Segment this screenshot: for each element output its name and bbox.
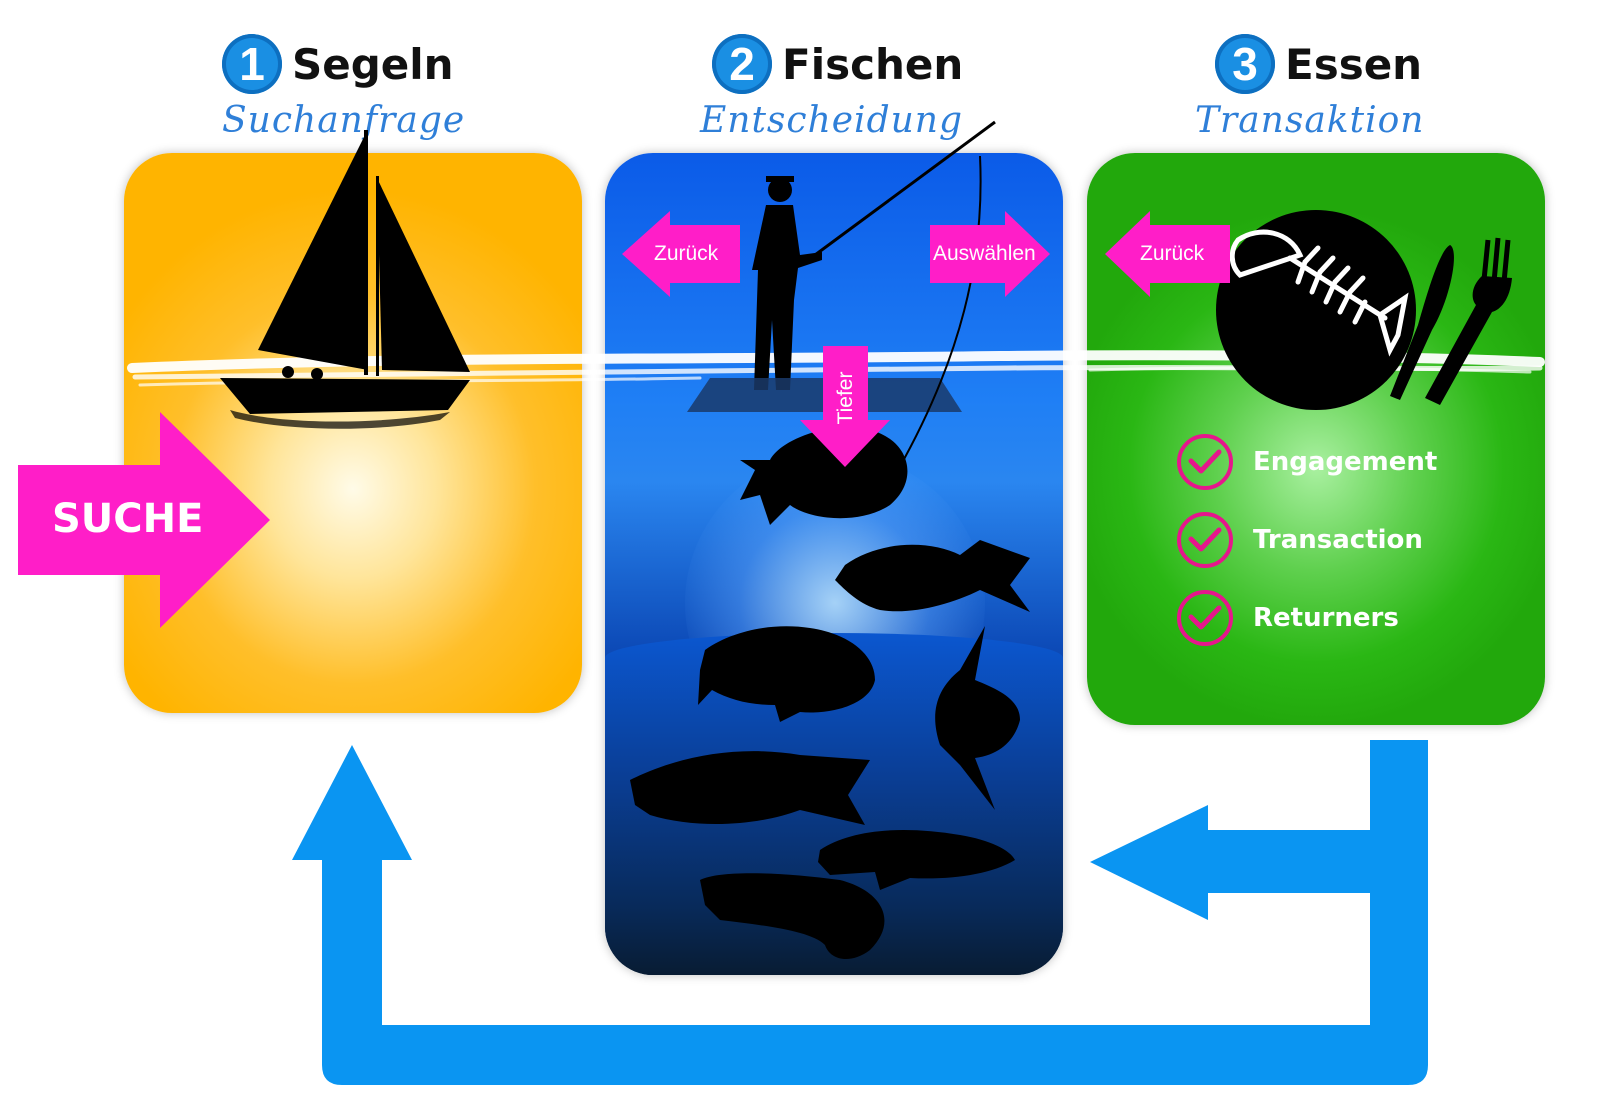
outcome-label: Returners	[1253, 603, 1399, 633]
zurueck-arrow-fishing	[622, 211, 740, 297]
stage-3-subtitle: Transaktion	[1195, 100, 1425, 141]
zurueck-arrow-eating	[1105, 211, 1230, 297]
auswaehlen-arrow	[930, 211, 1050, 297]
fork-icon	[1425, 237, 1512, 405]
stage-2-header: 2 Fischen	[712, 34, 963, 94]
tiefer-arrow	[800, 346, 890, 467]
outcome-engagement: Engagement	[1177, 434, 1437, 490]
stage-3-number: 3	[1215, 34, 1275, 94]
stage-1-number: 1	[222, 34, 282, 94]
stage-3-title: Essen	[1285, 39, 1423, 89]
stage-1-header: 1 Segeln	[222, 34, 454, 94]
suche-arrow	[18, 412, 270, 628]
zurueck-fishing-label: Zurück	[654, 242, 719, 265]
check-icon	[1177, 512, 1233, 568]
stage-1-title: Segeln	[292, 39, 454, 89]
outcome-label: Engagement	[1253, 447, 1438, 477]
check-icon	[1177, 434, 1233, 490]
auswaehlen-label: Auswählen	[933, 242, 1036, 265]
outcome-label: Transaction	[1253, 525, 1423, 555]
stage-2-number: 2	[712, 34, 772, 94]
stage-2-subtitle: Entscheidung	[700, 100, 964, 141]
fish-icon	[630, 427, 1030, 960]
stage-2-title: Fischen	[782, 39, 964, 89]
outcome-returners: Returners	[1177, 590, 1399, 646]
plate-icon	[1216, 210, 1416, 410]
fish-skeleton-icon	[1229, 229, 1409, 357]
stage-1-subtitle: Suchanfrage	[222, 100, 466, 141]
stage-3-header: 3 Essen	[1215, 34, 1422, 94]
tiefer-label: Tiefer	[834, 371, 857, 425]
fishing-rod	[814, 120, 996, 471]
knife-icon	[1390, 245, 1454, 400]
loop-arrow	[292, 740, 1428, 1085]
zurueck-eating-label: Zurück	[1140, 242, 1205, 265]
check-icon	[1177, 590, 1233, 646]
suche-label: SUCHE	[52, 496, 204, 542]
outcome-transaction: Transaction	[1177, 512, 1423, 568]
arrows	[18, 211, 1230, 628]
sailboat-icon	[220, 130, 470, 429]
